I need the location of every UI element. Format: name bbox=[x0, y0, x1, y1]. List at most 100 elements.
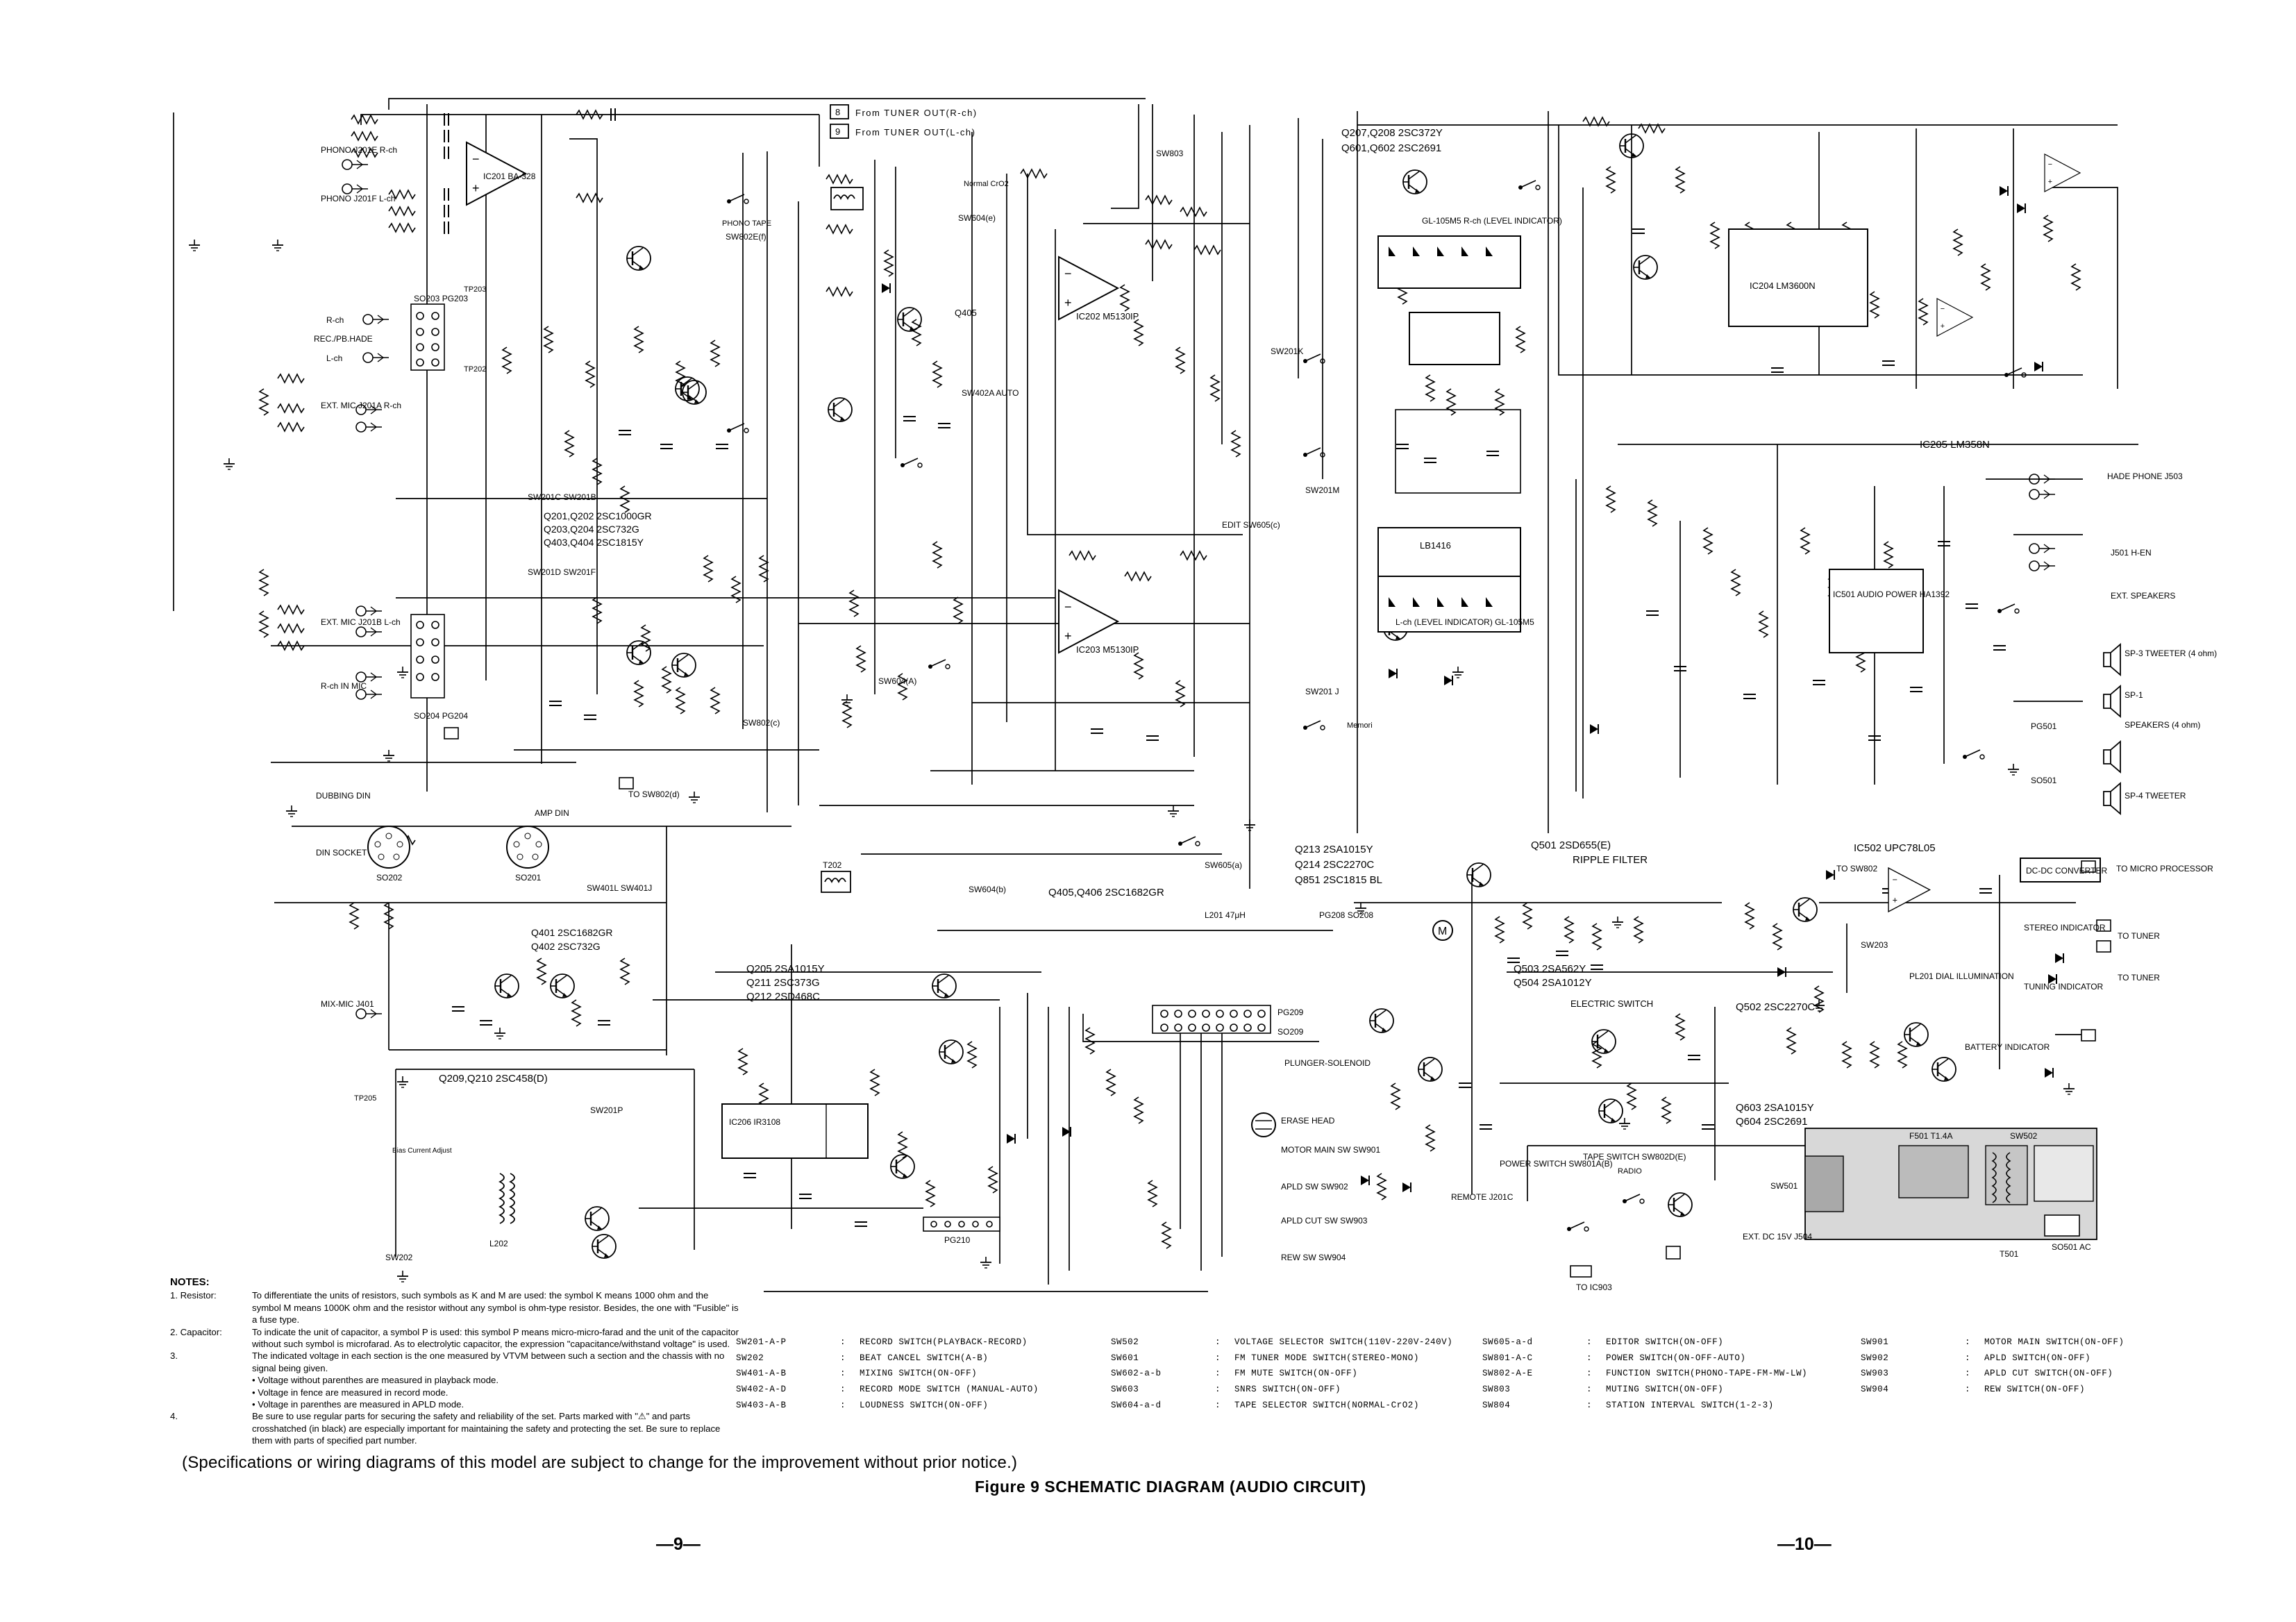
tp203-label: TP203 bbox=[464, 285, 486, 294]
phono-r-label: PHONO J201E R-ch bbox=[321, 145, 397, 155]
switch-row: SW801-A-C:POWER SWITCH(ON-OFF-AUTO) bbox=[1482, 1351, 1807, 1366]
switch-desc: RECORD MODE SWITCH (MANUAL-AUTO) bbox=[860, 1385, 1039, 1395]
switch-key: SW603 bbox=[1111, 1385, 1139, 1395]
note-1: 1. Resistor: To differentiate the units … bbox=[170, 1289, 739, 1326]
sw203-label: SW203 bbox=[1861, 940, 1888, 950]
ic206 bbox=[721, 1103, 869, 1159]
switch-row: SW403-A-B:LOUDNESS SWITCH(ON-OFF) bbox=[736, 1398, 1039, 1414]
from-tuner-l-label: From TUNER OUT(L-ch) bbox=[855, 127, 975, 137]
l-ch-label: L-ch bbox=[326, 353, 342, 363]
sw605a-label: SW605(a) bbox=[1205, 860, 1242, 870]
marker-boxes bbox=[444, 727, 2111, 1278]
hade-phone-label: HADE PHONE J503 bbox=[2107, 471, 2183, 481]
ic205a bbox=[2044, 153, 2081, 192]
switch-key: SW901 bbox=[1861, 1337, 1889, 1347]
r-ch-in-mic-label: R-ch IN MIC bbox=[321, 681, 367, 691]
motor-symbol: M bbox=[1432, 920, 1453, 941]
power-switch-label: POWER SWITCH SW801A(B) bbox=[1500, 1159, 1613, 1169]
switch-key: SW602-a-b bbox=[1111, 1369, 1162, 1379]
speakers bbox=[2103, 643, 2121, 815]
q405-406-label: Q405,Q406 2SC1682GR bbox=[1048, 887, 1164, 898]
plunger-label: PLUNGER-SOLENOID bbox=[1284, 1058, 1371, 1068]
q603-list-1: Q603 2SA1015Y bbox=[1736, 1102, 1814, 1114]
switch-row: SW605-a-d:EDITOR SWITCH(ON-OFF) bbox=[1482, 1335, 1807, 1351]
l201-label: L201 47μH bbox=[1205, 910, 1246, 920]
switch-desc: FUNCTION SWITCH(PHONO-TAPE-FM-MW-LW) bbox=[1606, 1369, 1808, 1379]
switch-desc: MUTING SWITCH(ON-OFF) bbox=[1606, 1385, 1724, 1395]
switch-key: SW402-A-D bbox=[736, 1385, 787, 1395]
switch-desc: EDITOR SWITCH(ON-OFF) bbox=[1606, 1337, 1724, 1347]
connector-pg210 bbox=[923, 1216, 1000, 1232]
so209-label: SO209 bbox=[1277, 1027, 1304, 1037]
ext-mic-r-label: EXT. MIC J201A R-ch bbox=[321, 401, 401, 410]
ic203 bbox=[1058, 590, 1118, 653]
ic502-label: IC502 UPC78L05 bbox=[1854, 842, 1936, 854]
ic202-label: IC202 M5130IP bbox=[1076, 311, 1139, 321]
to-tuner-1-label: TO TUNER bbox=[2118, 931, 2160, 941]
switch-row: SW604-a-d:TAPE SELECTOR SWITCH(NORMAL-Cr… bbox=[1111, 1398, 1452, 1414]
tp202-label: TP202 bbox=[464, 365, 486, 374]
svg-text:M: M bbox=[1438, 926, 1447, 937]
pg210-label: PG210 bbox=[944, 1235, 971, 1245]
sw202-label: SW202 bbox=[385, 1253, 413, 1262]
r-ch-label: R-ch bbox=[326, 315, 344, 325]
switch-desc: FM MUTE SWITCH(ON-OFF) bbox=[1234, 1369, 1358, 1379]
so203-label: SO203 PG203 bbox=[414, 294, 468, 303]
switch-row: SW804:STATION INTERVAL SWITCH(1-2-3) bbox=[1482, 1398, 1807, 1414]
to-sw802-a-label: TO SW802 bbox=[1836, 864, 1877, 873]
switch-desc: APLD SWITCH(ON-OFF) bbox=[1984, 1353, 2091, 1363]
switch-row: SW402-A-D:RECORD MODE SWITCH (MANUAL-AUT… bbox=[736, 1382, 1039, 1398]
remote-label: REMOTE J201C bbox=[1451, 1192, 1514, 1202]
switch-key: SW903 bbox=[1861, 1369, 1889, 1379]
switch-row: SW902:APLD SWITCH(ON-OFF) bbox=[1861, 1351, 2124, 1366]
sw201p-label: SW201P bbox=[590, 1105, 623, 1115]
switch-key: SW401-A-B bbox=[736, 1369, 787, 1379]
sw402a-label: SW402A AUTO bbox=[962, 388, 1019, 398]
switch-row: SW901:MOTOR MAIN SWITCH(ON-OFF) bbox=[1861, 1335, 2124, 1351]
to-tuner-2-label: TO TUNER bbox=[2118, 973, 2160, 983]
sw501-label: SW501 bbox=[1770, 1181, 1798, 1191]
switch-desc: MOTOR MAIN SWITCH(ON-OFF) bbox=[1984, 1337, 2125, 1347]
connector-so203 bbox=[410, 303, 445, 371]
q207-label: Q207,Q208 2SC372Y bbox=[1341, 127, 1443, 139]
q603-list-2: Q604 2SC2691 bbox=[1736, 1116, 1807, 1128]
note-2-label: 2. Capacitor: bbox=[170, 1326, 222, 1337]
sp1-label: SP-1 bbox=[2125, 690, 2143, 700]
wiring bbox=[173, 98, 2138, 1292]
from-tuner-r-label: From TUNER OUT(R-ch) bbox=[855, 108, 978, 118]
disclaimer-text: (Specifications or wiring diagrams of th… bbox=[182, 1453, 1018, 1472]
switch-desc: TAPE SELECTOR SWITCH(NORMAL-CrO2) bbox=[1234, 1400, 1419, 1410]
switch-row: SW601:FM TUNER MODE SWITCH(STEREO-MONO) bbox=[1111, 1351, 1452, 1366]
so202-label: SO202 bbox=[376, 873, 403, 883]
switch-key: SW604-a-d bbox=[1111, 1400, 1162, 1410]
switch-desc: REW SWITCH(ON-OFF) bbox=[1984, 1385, 2086, 1395]
to-micro-label: TO MICRO PROCESSOR bbox=[2116, 864, 2213, 873]
ic501-box bbox=[1829, 569, 1924, 653]
connector-so204 bbox=[410, 614, 445, 699]
sw201c-label: SW201C SW201B bbox=[528, 492, 596, 502]
tp205-label: TP205 bbox=[354, 1094, 376, 1103]
sp4-label: SP-4 TWEETER bbox=[2125, 791, 2186, 801]
q205-list-1: Q205 2SA1015Y bbox=[746, 963, 825, 975]
mix-mic-label: MIX-MIC J401 bbox=[321, 999, 374, 1009]
switch-desc: BEAT CANCEL SWITCH(A-B) bbox=[860, 1353, 989, 1363]
dc-dc-label: DC-DC CONVERTER bbox=[2026, 866, 2107, 876]
ic204-box bbox=[1728, 228, 1868, 327]
sw201k-label: SW201K bbox=[1271, 346, 1303, 356]
so501-ac-label: SO501 AC bbox=[2052, 1242, 2091, 1252]
switch-row: SW803:MUTING SWITCH(ON-OFF) bbox=[1482, 1382, 1807, 1398]
switch-key: SW801-A-C bbox=[1482, 1353, 1533, 1363]
labels: 8 9 From TUNER OUT(R-ch) From TUNER OUT(… bbox=[314, 107, 2217, 1292]
t202-label: T202 bbox=[823, 860, 842, 870]
battery-ind-label: BATTERY INDICATOR bbox=[1965, 1042, 2050, 1052]
pg208-label: PG208 SO208 bbox=[1319, 910, 1373, 920]
note-4-label: 4. bbox=[170, 1411, 178, 1422]
q205-list-3: Q212 2SD468C bbox=[746, 991, 820, 1003]
tuning-ind-label: TUNING INDICATOR bbox=[2024, 982, 2104, 992]
note-3: 3. The indicated voltage in each section… bbox=[170, 1350, 739, 1374]
to-ic903-label: TO IC903 bbox=[1576, 1282, 1612, 1292]
ic201-label: IC201 BA-328 bbox=[483, 172, 536, 181]
ripple-filter-label: RIPPLE FILTER bbox=[1573, 854, 1648, 866]
figure-title: Figure 9 SCHEMATIC DIAGRAM (AUDIO CIRCUI… bbox=[975, 1478, 1366, 1496]
l202-label: L202 bbox=[489, 1239, 508, 1248]
